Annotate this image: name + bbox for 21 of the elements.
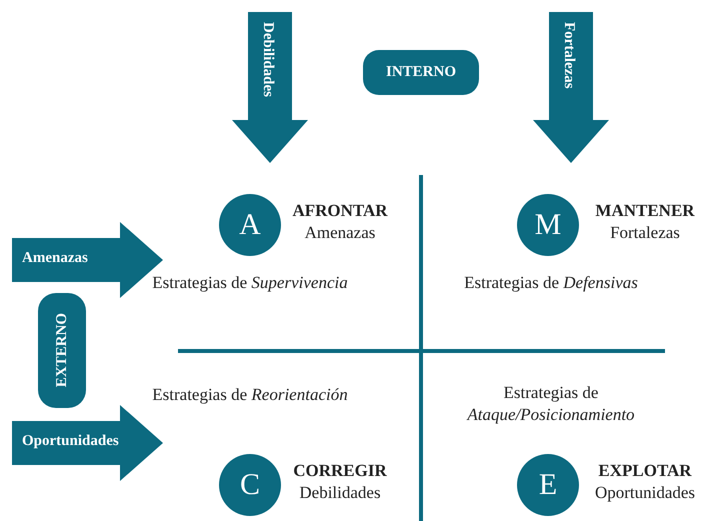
heading-text: EXPLOTAR [597, 461, 693, 481]
heading-text: CORREGIR [292, 461, 388, 481]
letter-badge: E [517, 454, 579, 516]
letter-badge: M [517, 194, 579, 256]
strategy-text: Estrategias de Ataque/Posicionamiento [466, 382, 636, 426]
label-pill: INTERNO [363, 50, 479, 95]
subheading-text: Amenazas [304, 223, 376, 243]
strategy-text: Estrategias de Defensivas [463, 272, 639, 294]
subheading-text: Fortalezas [609, 223, 681, 243]
strategy-text: Estrategias de Reorientación [151, 384, 349, 406]
letter-badge: C [219, 454, 281, 516]
heading-text: AFRONTAR [291, 201, 389, 221]
heading-text: MANTENER [594, 201, 696, 221]
block-arrow: Debilidades [232, 12, 308, 163]
subheading-text: Oportunidades [594, 483, 696, 503]
letter-badge: A [219, 194, 281, 256]
subheading-text: Debilidades [298, 483, 382, 503]
block-arrow: Fortalezas [533, 12, 609, 163]
block-arrow: Oportunidades [12, 405, 163, 481]
label-pill: EXTERNO [38, 293, 86, 408]
strategy-text: Estrategias de Supervivencia [151, 272, 349, 294]
